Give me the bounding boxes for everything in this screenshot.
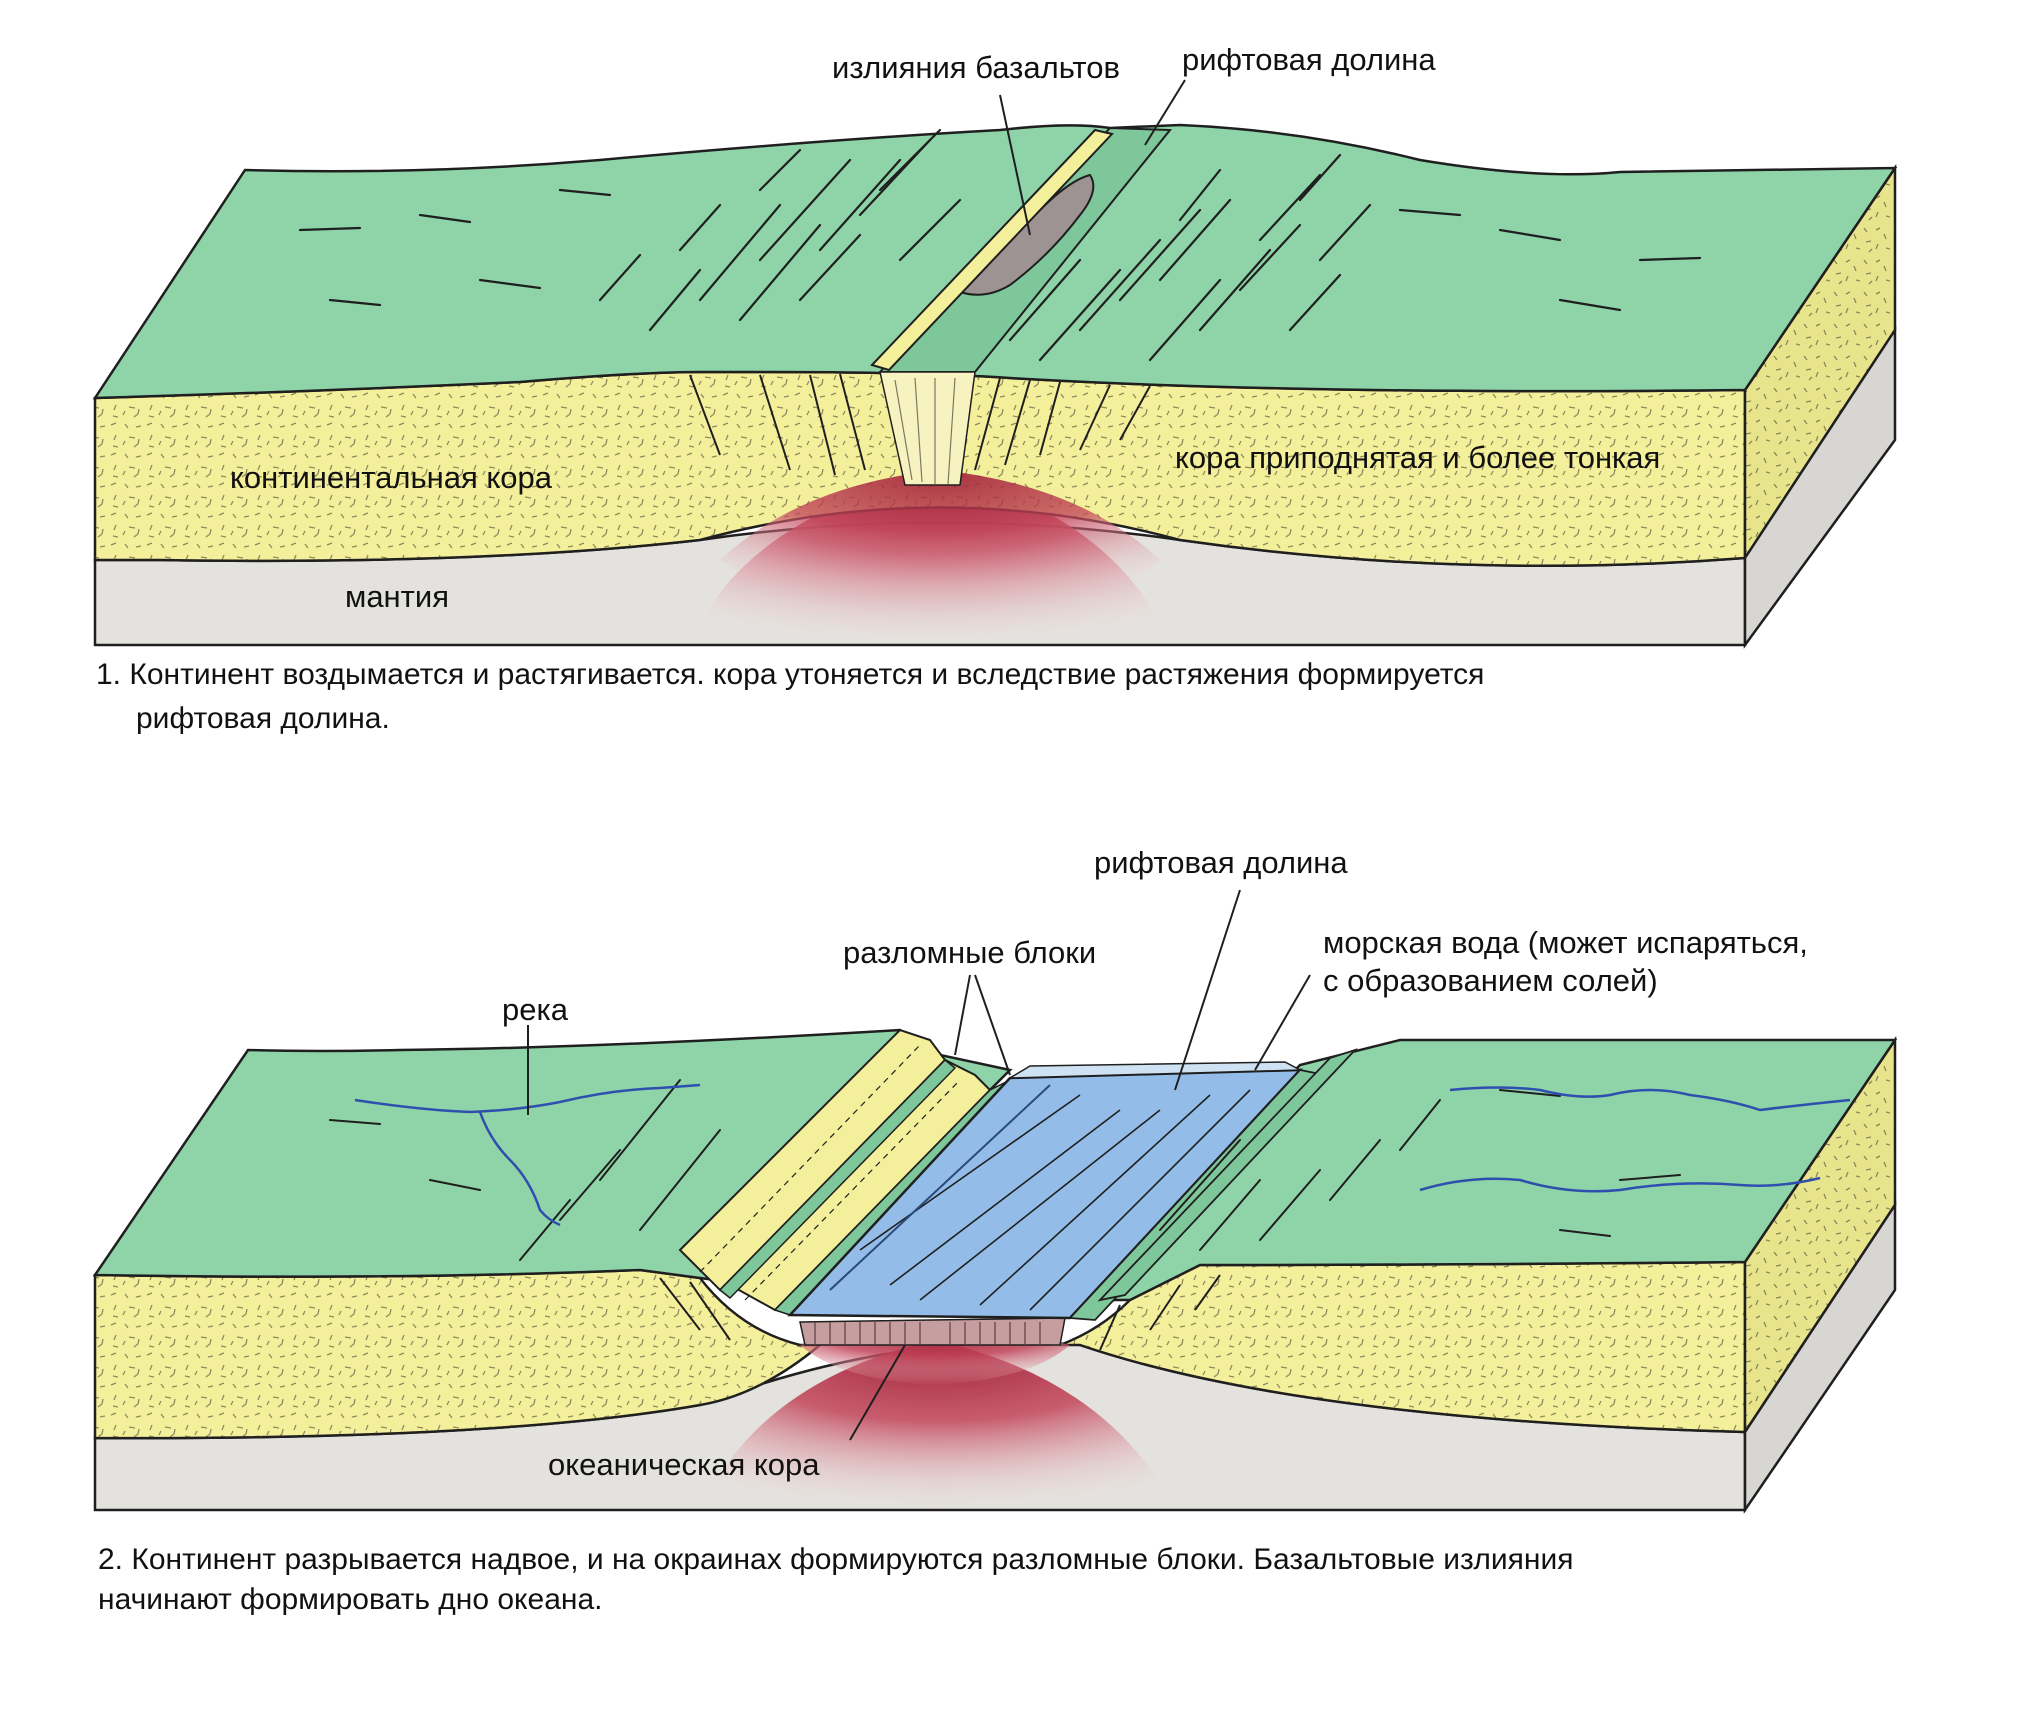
label-rift-valley-1: рифтовая долина <box>1182 42 1436 77</box>
label-seawater-line2: с образованием солей) <box>1323 963 1658 998</box>
fault-scarp <box>870 128 1114 372</box>
leader-oceanic-crust <box>849 1344 906 1441</box>
river-left <box>354 1083 701 1227</box>
label-continental-crust: континентальная кора <box>230 460 553 495</box>
magma-plume-2 <box>700 1340 1175 1510</box>
river-right-2 <box>1419 1176 1821 1193</box>
leader-fault-blocks-b <box>974 974 1011 1076</box>
caption-1-line1: 1. Континент воздымается и растягивается… <box>96 658 1484 691</box>
river-right-1 <box>1449 1086 1851 1112</box>
label-raised-crust: кора приподнятая и более тонкая <box>1175 440 1660 475</box>
leader-rift-1 <box>1144 79 1186 146</box>
label-river: река <box>502 992 569 1027</box>
panel-1-block <box>92 123 1898 649</box>
leader-fault-blocks-a <box>954 974 971 1056</box>
oceanic-crust <box>799 1317 1066 1346</box>
caption-2-line1: 2. Континент разрывается надвое, и на ок… <box>98 1543 1573 1576</box>
label-fault-blocks: разломные блоки <box>843 935 1096 970</box>
fault-block-right-2 <box>1097 1048 1359 1302</box>
label-rift-valley-2: рифтовая долина <box>1094 845 1348 880</box>
panel-1-leaders <box>999 79 1186 236</box>
panel-2-leaders <box>527 889 1311 1441</box>
leader-seawater <box>1254 974 1311 1071</box>
caption-2-line2: начинают формировать дно океана. <box>98 1583 602 1616</box>
leader-rift-2 <box>1174 889 1241 1091</box>
label-mantle: мантия <box>345 579 449 614</box>
leader-basalt <box>999 94 1031 236</box>
caption-1-line2: рифтовая долина. <box>136 702 390 735</box>
label-seawater-line1: морская вода (может испаряться, <box>1323 925 1808 960</box>
panel-2-block <box>92 1028 1898 1515</box>
label-basalt-outpourings: излияния базальтов <box>832 50 1120 85</box>
label-oceanic-crust: океаническая кора <box>548 1447 820 1482</box>
fault-block-1 <box>678 1028 947 1292</box>
